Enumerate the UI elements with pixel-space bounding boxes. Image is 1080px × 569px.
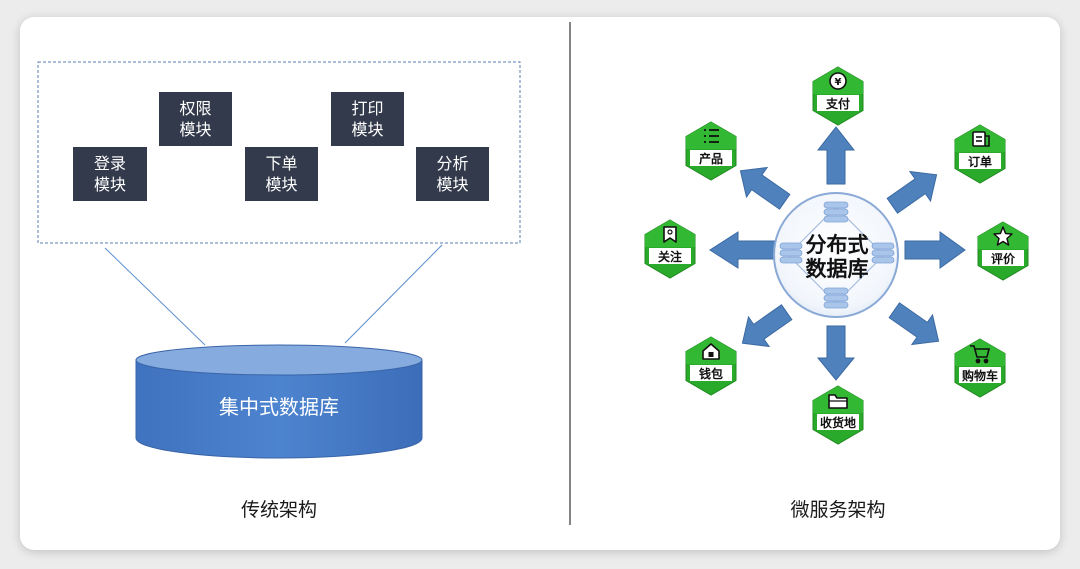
- cart-icon: [970, 345, 991, 364]
- arrow-up: [816, 126, 856, 185]
- bookmark-icon: [663, 226, 677, 243]
- service-node-address: 收货地: [812, 385, 864, 445]
- arrow-down-right: [888, 302, 940, 346]
- module-label: 打印: [351, 99, 383, 118]
- service-node-review: 评价: [977, 221, 1029, 281]
- arrow-down-left: [741, 304, 793, 348]
- traditional-caption: 传统架构: [241, 499, 317, 521]
- star-icon: [993, 226, 1013, 246]
- arrow-down: [816, 325, 856, 381]
- module-label: 模块: [265, 175, 297, 194]
- microservice-caption: 微服务架构: [790, 499, 885, 521]
- service-label: 收货地: [820, 415, 856, 430]
- module-analysis: 分析 模块: [416, 147, 489, 201]
- database-label: 集中式数据库: [219, 395, 339, 419]
- service-node-wallet: 钱包: [685, 336, 737, 396]
- module-label: 模块: [94, 175, 126, 194]
- module-label: 模块: [179, 120, 211, 139]
- module-login: 登录 模块: [73, 147, 147, 201]
- module-label: 下单: [265, 154, 297, 173]
- wallet-icon: [702, 343, 720, 360]
- service-arrows: [709, 126, 966, 381]
- arrow-left: [709, 231, 776, 269]
- distributed-database: 分布式 数据库: [773, 192, 899, 318]
- connector-line-right: [344, 244, 443, 344]
- service-label: 评价: [991, 252, 1016, 266]
- service-node-cart: 购物车: [954, 338, 1006, 398]
- arrow-right: [904, 231, 966, 269]
- module-group-frame: [37, 61, 521, 244]
- arrow-up-left: [739, 166, 791, 210]
- module-order: 下单 模块: [245, 147, 318, 201]
- arrow-up-right: [886, 170, 938, 214]
- receipt-icon: [972, 131, 990, 147]
- service-label: 关注: [658, 249, 682, 264]
- connector-line-left: [104, 247, 206, 346]
- service-node-product: 产品: [685, 121, 737, 181]
- service-node-order: 订单: [954, 124, 1006, 184]
- centralized-database: 集中式数据库: [135, 344, 423, 459]
- service-label: 支付: [825, 96, 850, 111]
- service-node-follow: 关注: [644, 219, 696, 279]
- module-print: 打印 模块: [331, 92, 404, 146]
- service-label: 产品: [699, 151, 723, 166]
- service-label: 钱包: [699, 366, 723, 381]
- center-db-label: 数据库: [806, 257, 869, 281]
- module-label: 分析: [436, 154, 468, 173]
- list-icon: [704, 129, 719, 143]
- service-label: 订单: [968, 154, 992, 169]
- service-label: 购物车: [962, 368, 998, 383]
- center-db-label: 分布式: [806, 233, 869, 257]
- service-node-payment: ¥ 支付: [812, 66, 864, 126]
- module-label: 模块: [436, 175, 468, 194]
- module-label: 登录: [94, 154, 126, 173]
- module-label: 权限: [179, 99, 211, 118]
- module-permission: 权限 模块: [159, 92, 232, 146]
- module-label: 模块: [351, 120, 383, 139]
- folder-icon: [828, 394, 848, 409]
- svg-text:¥: ¥: [835, 77, 842, 88]
- coin-icon: ¥: [829, 72, 847, 90]
